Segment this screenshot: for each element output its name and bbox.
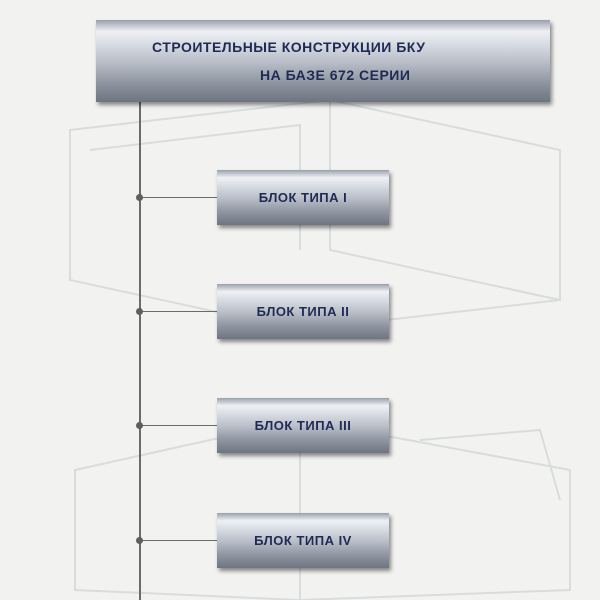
block-label: БЛОК ТИПА II [256, 304, 350, 319]
title-line-2: НА БАЗЕ 672 СЕРИИ [260, 67, 411, 83]
block-type-1: БЛОК ТИПА I [217, 170, 389, 225]
block-label: БЛОК ТИПА IV [254, 533, 352, 548]
connector-branch [140, 540, 218, 541]
block-label: БЛОК ТИПА I [258, 190, 348, 205]
title-box: СТРОИТЕЛЬНЫЕ КОНСТРУКЦИИ БКУ НА БАЗЕ 672… [96, 20, 550, 102]
connector-branch [140, 425, 218, 426]
connector-dot [136, 537, 143, 544]
block-type-3: БЛОК ТИПА III [217, 398, 389, 453]
block-type-4: БЛОК ТИПА IV [217, 513, 389, 568]
block-type-2: БЛОК ТИПА II [217, 284, 389, 339]
connector-dot [136, 194, 143, 201]
connector-dot [136, 422, 143, 429]
title-line-1: СТРОИТЕЛЬНЫЕ КОНСТРУКЦИИ БКУ [152, 39, 426, 55]
connector-dot [136, 308, 143, 315]
connector-spine [139, 100, 141, 600]
connector-branch [140, 197, 218, 198]
block-label: БЛОК ТИПА III [254, 418, 352, 433]
connector-branch [140, 311, 218, 312]
